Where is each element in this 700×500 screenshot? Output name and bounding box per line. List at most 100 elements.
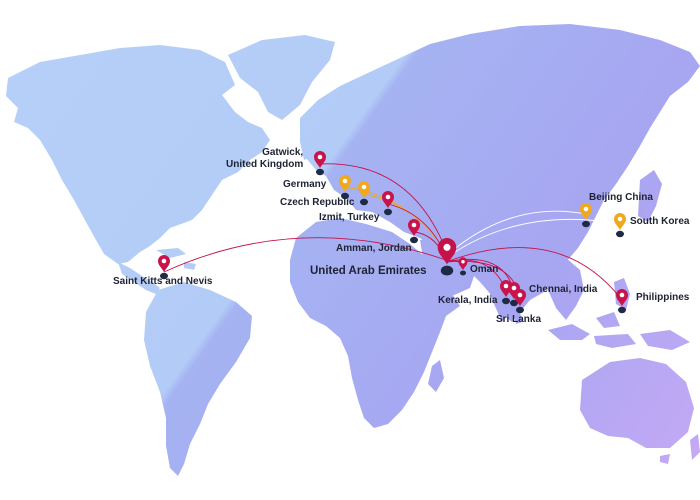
scandinavia-landmass — [330, 90, 378, 160]
japan-landmass — [638, 170, 662, 222]
marker-gatwick-base — [316, 168, 324, 176]
marker-philippines-base — [618, 306, 626, 314]
marker-beijing[interactable] — [580, 203, 592, 228]
label-czech: Czech Republic — [280, 197, 355, 208]
marker-czech-pin-icon — [358, 181, 370, 198]
label-gatwick: Gatwick, United Kingdom — [226, 147, 303, 171]
label-gatwick-line1: Gatwick, — [262, 147, 304, 158]
marker-philippines-pin-icon — [616, 289, 628, 306]
route-lines — [163, 163, 623, 301]
marker-amman-base — [410, 236, 418, 244]
marker-srilanka-base — [516, 306, 524, 314]
marker-oman-pin-icon — [458, 257, 468, 270]
marker-srilanka-pin-icon — [514, 289, 526, 306]
marker-germany-base — [341, 192, 349, 200]
australia-landmass — [580, 358, 694, 448]
label-stkitts: Saint Kitts and Nevis — [113, 276, 213, 287]
marker-amman-pin-icon — [408, 219, 420, 236]
marker-izmit-pin-icon — [382, 191, 394, 208]
marker-korea-base — [616, 230, 624, 238]
marker-hub-center — [443, 243, 451, 251]
north-america-landmass — [6, 45, 270, 264]
route-stkitts — [163, 237, 447, 273]
label-amman: Amman, Jordan — [336, 243, 412, 254]
marker-oman-center — [461, 260, 465, 264]
sri-lanka-landmass — [514, 312, 522, 324]
marker-beijing-base — [582, 220, 590, 228]
eurasia-landmass — [300, 24, 700, 322]
new-zealand-landmass — [690, 434, 700, 460]
marker-stkitts-center — [161, 258, 167, 264]
central-america-landmass — [118, 262, 160, 294]
marker-czech-base — [360, 198, 368, 206]
route-gatwick — [319, 163, 447, 251]
marker-chennai[interactable] — [508, 282, 520, 307]
marker-beijing-center — [583, 206, 589, 212]
greenland-landmass — [228, 35, 335, 120]
madagascar-landmass — [428, 360, 444, 392]
label-beijing: Beijing China — [589, 192, 653, 203]
marker-kerala[interactable] — [500, 280, 512, 305]
indonesia-landmass — [548, 312, 636, 348]
label-kerala: Kerala, India — [438, 295, 498, 306]
label-chennai: Chennai, India — [529, 284, 598, 295]
route-philippines — [445, 247, 623, 301]
marker-srilanka[interactable] — [514, 289, 526, 314]
label-oman: Oman — [470, 264, 499, 275]
marker-philippines-center — [619, 292, 625, 298]
marker-germany-center — [342, 178, 348, 184]
marker-hub[interactable] — [437, 238, 457, 276]
marker-stkitts[interactable] — [158, 255, 170, 280]
marker-stkitts-base — [160, 272, 168, 280]
marker-amman-center — [411, 222, 417, 228]
marker-oman-base — [460, 270, 466, 276]
africa-landmass — [290, 218, 460, 428]
marker-chennai-base — [510, 299, 518, 307]
marker-kerala-base — [502, 297, 510, 305]
marker-korea-center — [617, 216, 623, 222]
marker-izmit[interactable] — [382, 191, 394, 216]
label-philippines: Philippines — [636, 292, 690, 303]
marker-germany-pin-icon — [339, 175, 351, 192]
marker-amman[interactable] — [408, 219, 420, 244]
label-gatwick-line2: United Kingdom — [226, 159, 304, 170]
marker-germany[interactable] — [339, 175, 351, 200]
marker-beijing-pin-icon — [580, 203, 592, 220]
marker-kerala-pin-icon — [500, 280, 512, 297]
marker-korea-pin-icon — [614, 213, 626, 230]
marker-gatwick-center — [317, 154, 323, 160]
marker-stkitts-pin-icon — [158, 255, 170, 272]
marker-chennai-center — [511, 285, 517, 291]
label-izmit: Izmit, Turkey — [319, 212, 380, 223]
marker-korea[interactable] — [614, 213, 626, 238]
new-guinea-landmass — [640, 330, 690, 350]
southeast-asia-landmass — [548, 258, 584, 320]
marker-oman[interactable] — [458, 257, 468, 276]
route-beijing — [445, 210, 587, 257]
marker-gatwick-pin-icon — [314, 151, 326, 168]
marker-srilanka-center — [517, 292, 523, 298]
marker-izmit-center — [385, 194, 391, 200]
marker-izmit-base — [384, 208, 392, 216]
marker-chennai-pin-icon — [508, 282, 520, 299]
marker-czech-center — [361, 184, 367, 190]
south-america-landmass — [144, 282, 252, 476]
marker-kerala-center — [503, 283, 509, 289]
label-hub: United Arab Emirates — [310, 265, 427, 277]
label-germany: Germany — [283, 179, 327, 190]
marker-gatwick[interactable] — [314, 151, 326, 176]
uk-landmass — [300, 130, 318, 160]
tasmania-landmass — [660, 454, 670, 464]
marker-czech[interactable] — [358, 181, 370, 206]
marker-hub-base — [440, 265, 454, 276]
label-srilanka: Sri Lanka — [496, 314, 542, 325]
caribbean-landmass — [156, 248, 196, 270]
route-korea — [445, 218, 621, 259]
marker-philippines[interactable] — [616, 289, 628, 314]
marker-hub-pin-icon — [437, 238, 457, 265]
label-korea: South Korea — [630, 216, 690, 227]
location-markers — [158, 151, 628, 314]
continents — [6, 24, 700, 476]
